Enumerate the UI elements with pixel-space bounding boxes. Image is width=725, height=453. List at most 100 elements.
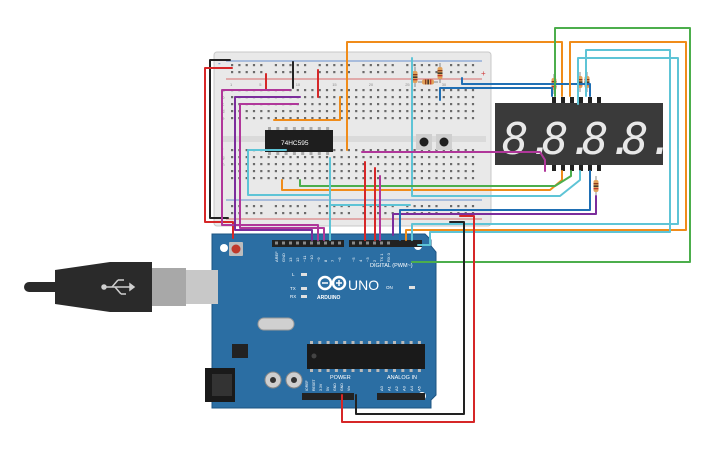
breadboard-hole[interactable] bbox=[420, 170, 423, 173]
rail-hole[interactable] bbox=[435, 71, 438, 74]
rail-hole[interactable] bbox=[282, 64, 285, 67]
rail-hole[interactable] bbox=[362, 71, 365, 74]
rail-hole[interactable] bbox=[384, 64, 387, 67]
header-pin[interactable] bbox=[324, 241, 327, 245]
breadboard-hole[interactable] bbox=[333, 170, 336, 173]
breadboard-hole[interactable] bbox=[267, 156, 270, 159]
breadboard-hole[interactable] bbox=[267, 163, 270, 166]
breadboard-hole[interactable] bbox=[471, 110, 475, 113]
breadboard-hole[interactable] bbox=[304, 96, 307, 99]
breadboard-hole[interactable] bbox=[325, 117, 329, 120]
breadboard-hole[interactable] bbox=[471, 177, 475, 180]
breadboard-hole[interactable] bbox=[420, 89, 423, 92]
breadboard-hole[interactable] bbox=[377, 103, 380, 106]
breadboard-hole[interactable] bbox=[413, 96, 416, 99]
breadboard-hole[interactable] bbox=[428, 96, 431, 99]
breadboard-hole[interactable] bbox=[369, 170, 372, 173]
rail-hole[interactable] bbox=[347, 71, 350, 74]
breadboard-hole[interactable] bbox=[442, 170, 445, 173]
breadboard-hole[interactable] bbox=[420, 103, 423, 106]
breadboard-hole[interactable] bbox=[318, 156, 321, 159]
breadboard-hole[interactable] bbox=[355, 110, 358, 113]
breadboard-hole[interactable] bbox=[311, 163, 314, 166]
breadboard-hole[interactable] bbox=[355, 96, 358, 99]
breadboard-hole[interactable] bbox=[398, 156, 402, 159]
breadboard-hole[interactable] bbox=[391, 177, 394, 180]
breadboard-hole[interactable] bbox=[274, 156, 277, 159]
breadboard-hole[interactable] bbox=[442, 177, 445, 180]
breadboard-hole[interactable] bbox=[347, 170, 350, 173]
breadboard-hole[interactable] bbox=[347, 177, 350, 180]
wire[interactable] bbox=[273, 96, 341, 121]
breadboard-hole[interactable] bbox=[406, 117, 409, 120]
wire[interactable] bbox=[461, 77, 591, 97]
breadboard-hole[interactable] bbox=[435, 110, 438, 113]
breadboard-hole[interactable] bbox=[391, 156, 394, 159]
breadboard-hole[interactable] bbox=[442, 89, 445, 92]
wire[interactable] bbox=[299, 170, 572, 187]
breadboard-hole[interactable] bbox=[391, 103, 394, 106]
breadboard-hole[interactable] bbox=[369, 156, 372, 159]
breadboard-hole[interactable] bbox=[347, 156, 350, 159]
breadboard-hole[interactable] bbox=[362, 110, 365, 113]
breadboard-hole[interactable] bbox=[464, 149, 467, 152]
header-pin[interactable] bbox=[380, 241, 383, 245]
wire[interactable] bbox=[411, 57, 679, 241]
breadboard-hole[interactable] bbox=[377, 163, 380, 166]
header-pin[interactable] bbox=[352, 241, 355, 245]
wire[interactable] bbox=[355, 221, 465, 415]
breadboard-hole[interactable] bbox=[274, 110, 277, 113]
wire[interactable] bbox=[234, 96, 313, 241]
breadboard-hole[interactable] bbox=[311, 156, 314, 159]
rail-hole[interactable] bbox=[471, 205, 475, 208]
breadboard-hole[interactable] bbox=[406, 177, 409, 180]
breadboard-hole[interactable] bbox=[391, 110, 394, 113]
breadboard-hole[interactable] bbox=[355, 163, 358, 166]
breadboard-hole[interactable] bbox=[311, 96, 314, 99]
rail-hole[interactable] bbox=[347, 205, 350, 208]
breadboard-hole[interactable] bbox=[347, 89, 350, 92]
breadboard-hole[interactable] bbox=[464, 96, 467, 99]
rail-hole[interactable] bbox=[450, 64, 453, 67]
breadboard-hole[interactable] bbox=[398, 96, 402, 99]
breadboard-hole[interactable] bbox=[442, 149, 445, 152]
rail-hole[interactable] bbox=[231, 71, 234, 74]
breadboard-hole[interactable] bbox=[296, 117, 299, 120]
breadboard-hole[interactable] bbox=[340, 170, 343, 173]
wire[interactable] bbox=[281, 170, 563, 191]
breadboard-hole[interactable] bbox=[457, 103, 460, 106]
breadboard-hole[interactable] bbox=[252, 117, 256, 120]
rail-hole[interactable] bbox=[282, 212, 285, 215]
breadboard-hole[interactable] bbox=[347, 110, 350, 113]
rail-hole[interactable] bbox=[450, 71, 453, 74]
breadboard-hole[interactable] bbox=[260, 110, 263, 113]
rail-hole[interactable] bbox=[340, 205, 343, 208]
seven-segment-display[interactable]: 8.8.8.8. bbox=[495, 97, 675, 171]
rail-hole[interactable] bbox=[318, 71, 321, 74]
rail-hole[interactable] bbox=[377, 212, 380, 215]
breadboard-hole[interactable] bbox=[369, 89, 372, 92]
rail-hole[interactable] bbox=[471, 71, 475, 74]
breadboard-hole[interactable] bbox=[435, 103, 438, 106]
rail-hole[interactable] bbox=[428, 71, 431, 74]
breadboard-hole[interactable] bbox=[296, 163, 299, 166]
pushbutton[interactable] bbox=[436, 134, 452, 150]
breadboard-hole[interactable] bbox=[282, 163, 285, 166]
breadboard-hole[interactable] bbox=[435, 89, 438, 92]
breadboard-hole[interactable] bbox=[471, 96, 475, 99]
breadboard-hole[interactable] bbox=[304, 110, 307, 113]
breadboard-hole[interactable] bbox=[391, 117, 394, 120]
breadboard-hole[interactable] bbox=[377, 149, 380, 152]
breadboard-hole[interactable] bbox=[362, 117, 365, 120]
breadboard-hole[interactable] bbox=[464, 103, 467, 106]
rail-hole[interactable] bbox=[274, 71, 277, 74]
breadboard-hole[interactable] bbox=[413, 170, 416, 173]
breadboard-hole[interactable] bbox=[362, 170, 365, 173]
breadboard-hole[interactable] bbox=[355, 177, 358, 180]
wire[interactable] bbox=[204, 67, 234, 239]
breadboard-hole[interactable] bbox=[347, 117, 350, 120]
rail-hole[interactable] bbox=[406, 64, 409, 67]
rail-hole[interactable] bbox=[274, 205, 277, 208]
header-pin[interactable] bbox=[331, 241, 334, 245]
